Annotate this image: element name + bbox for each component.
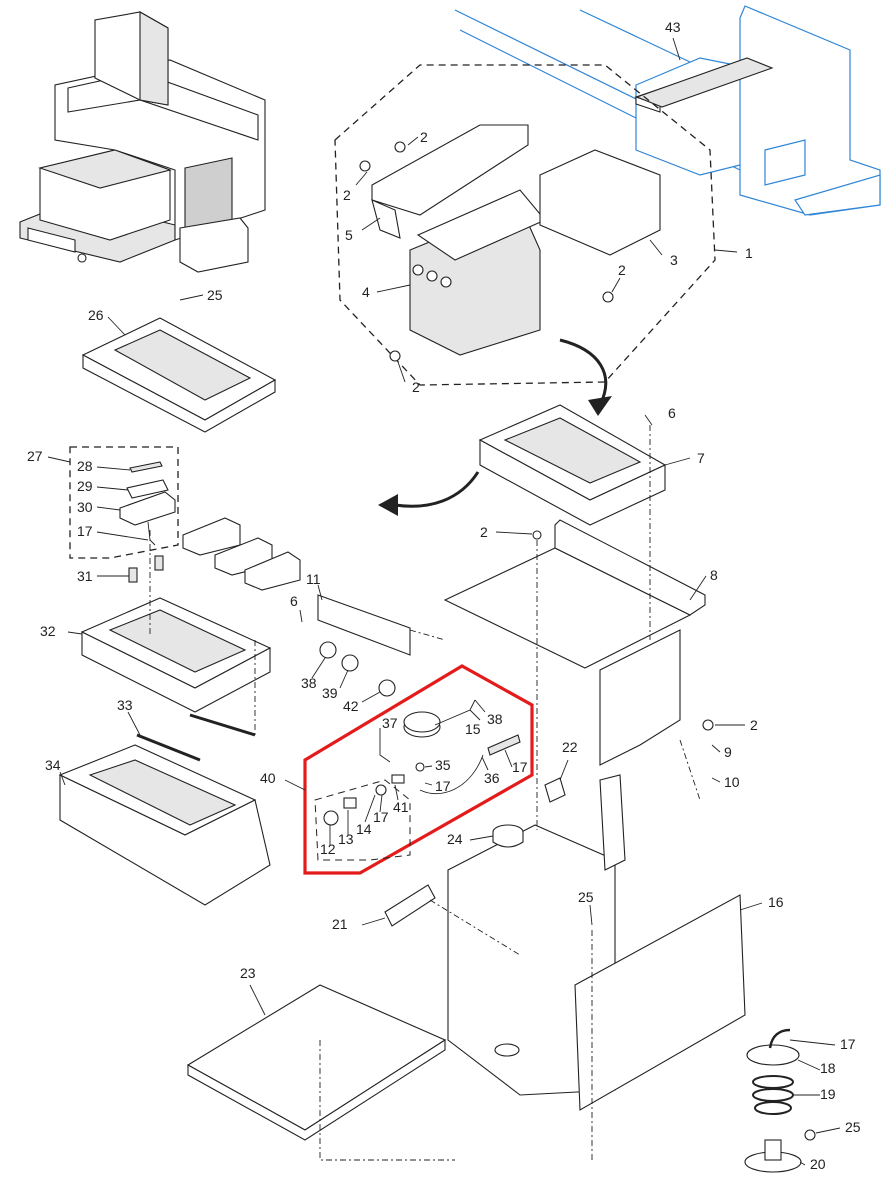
- printer-overview-illustration: [19, 11, 266, 273]
- callout-17[interactable]: 17: [77, 523, 93, 539]
- callout-23[interactable]: 23: [240, 965, 256, 981]
- curved-arrow-down-icon: [559, 338, 608, 406]
- part-8-bracket[interactable]: [443, 519, 706, 766]
- callout-17[interactable]: 17: [840, 1036, 856, 1052]
- callout-39[interactable]: 39: [322, 685, 338, 701]
- callout-38[interactable]: 38: [301, 675, 317, 691]
- arrow-head-icon: [588, 396, 612, 416]
- callout-25[interactable]: 25: [845, 1119, 861, 1135]
- callout-3[interactable]: 3: [670, 252, 678, 268]
- part-16-main-frame[interactable]: [447, 774, 746, 1111]
- part-33-springs: [136, 713, 256, 762]
- arrow-head-icon: [378, 494, 398, 516]
- callout-11[interactable]: 11: [306, 571, 321, 587]
- callout-34[interactable]: 34: [45, 757, 61, 773]
- callout-4[interactable]: 4: [362, 284, 370, 300]
- callout-13[interactable]: 13: [338, 831, 354, 847]
- screw-parts-2: [359, 141, 714, 731]
- part-18-flange[interactable]: [746, 1028, 800, 1066]
- part-34-tray[interactable]: [58, 744, 271, 906]
- callout-8[interactable]: 8: [710, 567, 718, 583]
- callout-1[interactable]: 1: [745, 245, 753, 261]
- callout-17[interactable]: 17: [373, 809, 389, 825]
- callout-25[interactable]: 25: [207, 287, 223, 303]
- cap-modules: [182, 517, 301, 591]
- callout-43[interactable]: 43: [665, 19, 681, 35]
- assembly-1-carriage[interactable]: [334, 64, 716, 386]
- callout-17[interactable]: 17: [512, 759, 528, 775]
- knobs-38-39-42: [319, 641, 396, 697]
- callout-25[interactable]: 25: [578, 889, 594, 905]
- callout-6[interactable]: 6: [668, 405, 676, 421]
- alignment-lines: [149, 425, 701, 1161]
- callout-37[interactable]: 37: [382, 715, 398, 731]
- callout-10[interactable]: 10: [724, 774, 740, 790]
- callout-24[interactable]: 24: [447, 831, 463, 847]
- callout-31[interactable]: 31: [77, 568, 93, 584]
- part-22-connector[interactable]: [544, 777, 566, 803]
- part-7-cap-holder[interactable]: [478, 404, 667, 526]
- callout-40[interactable]: 40: [260, 770, 276, 786]
- leader-lines: [47, 37, 841, 1166]
- callout-5[interactable]: 5: [345, 227, 353, 243]
- reference-frame-illustration: [454, 5, 881, 216]
- part-24-bushing[interactable]: [492, 824, 524, 848]
- callout-42[interactable]: 42: [343, 698, 359, 714]
- part-20-base[interactable]: [744, 1139, 802, 1173]
- callout-2[interactable]: 2: [343, 187, 351, 203]
- callout-33[interactable]: 33: [117, 697, 133, 713]
- callout-36[interactable]: 36: [484, 770, 500, 786]
- assembly-27-cap[interactable]: [69, 446, 179, 559]
- callout-labels: 43 2 2 5 3 1 4 2 2 25 26 6 7 27 28 29 30…: [27, 19, 861, 1172]
- callout-30[interactable]: 30: [77, 499, 93, 515]
- callout-9[interactable]: 9: [724, 744, 732, 760]
- callout-29[interactable]: 29: [77, 478, 93, 494]
- part-19-spring[interactable]: [752, 1075, 794, 1115]
- callout-38[interactable]: 38: [487, 711, 503, 727]
- callout-12[interactable]: 12: [320, 841, 336, 857]
- callout-17[interactable]: 17: [435, 778, 451, 794]
- callout-27[interactable]: 27: [27, 448, 43, 464]
- part-21-gasket[interactable]: [384, 884, 436, 927]
- callout-32[interactable]: 32: [40, 623, 56, 639]
- callout-6[interactable]: 6: [290, 593, 298, 609]
- part-31-springs: [128, 555, 164, 583]
- callout-2[interactable]: 2: [480, 524, 488, 540]
- part-32-cap-base[interactable]: [80, 597, 272, 713]
- callout-41[interactable]: 41: [393, 799, 409, 815]
- callout-19[interactable]: 19: [820, 1086, 836, 1102]
- callout-2[interactable]: 2: [420, 129, 428, 145]
- part-25-screw: [804, 1129, 816, 1141]
- callout-16[interactable]: 16: [768, 894, 784, 910]
- callout-2[interactable]: 2: [618, 262, 626, 278]
- callout-2[interactable]: 2: [412, 379, 420, 395]
- callout-21[interactable]: 21: [332, 916, 348, 932]
- callout-20[interactable]: 20: [810, 1156, 826, 1172]
- callout-26[interactable]: 26: [88, 307, 104, 323]
- part-26-cap-cover[interactable]: [81, 317, 277, 433]
- assembly-40-highlight[interactable]: [303, 664, 534, 875]
- callout-18[interactable]: 18: [820, 1060, 836, 1076]
- callout-7[interactable]: 7: [697, 450, 705, 466]
- callout-15[interactable]: 15: [465, 721, 481, 737]
- callout-28[interactable]: 28: [77, 458, 93, 474]
- curved-arrow-left-icon: [394, 471, 480, 508]
- part-11-plate[interactable]: [317, 594, 411, 656]
- callout-14[interactable]: 14: [356, 821, 372, 837]
- callout-2[interactable]: 2: [750, 717, 758, 733]
- callout-22[interactable]: 22: [562, 739, 578, 755]
- callout-35[interactable]: 35: [435, 757, 451, 773]
- part-23-base-plate[interactable]: [186, 984, 447, 1141]
